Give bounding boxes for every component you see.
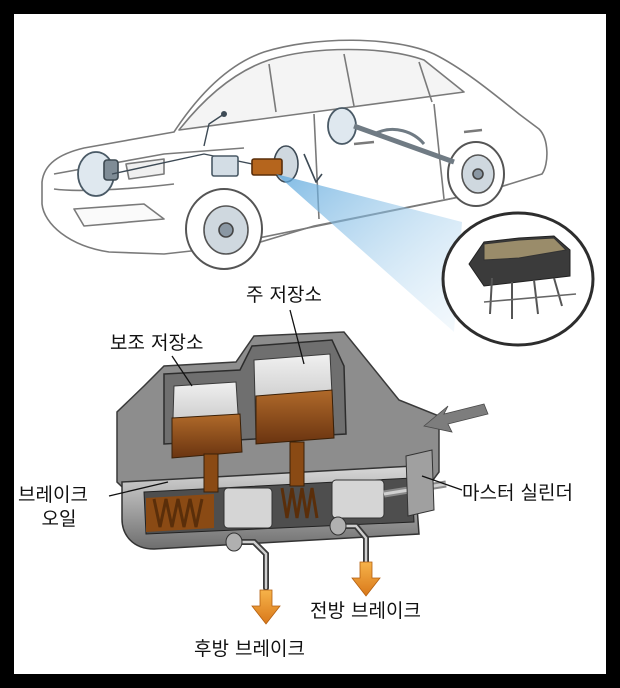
label-main-reservoir: 주 저장소 (246, 284, 322, 306)
label-rear-brake: 후방 브레이크 (194, 638, 305, 660)
car-illustration (41, 39, 548, 270)
label-front-brake: 전방 브레이크 (310, 600, 421, 622)
leader-master-cylinder (421, 475, 463, 491)
rear-left-drum (327, 107, 357, 145)
diagram-panel: 주 저장소 보조 저장소 브레이크 오일 마스터 실린더 전방 브레이크 후방 … (14, 14, 606, 674)
label-brake-oil-line2: 오일 (41, 507, 77, 530)
master-cylinder-cutaway (116, 331, 447, 591)
label-brake-oil: 브레이크 오일 (18, 484, 88, 532)
label-brake-oil-line1: 브레이크 (18, 484, 88, 506)
front-brake-arrow (351, 561, 381, 597)
leader-aux-reservoir (171, 355, 193, 387)
diagram-artwork (41, 39, 595, 625)
label-master-cylinder: 마스터 실린더 (462, 482, 573, 504)
callout-zoom (441, 211, 595, 347)
leader-brake-oil (108, 481, 169, 497)
leader-main-reservoir (289, 309, 305, 365)
rear-right-wheel (447, 141, 505, 207)
rear-brake-arrow (251, 589, 281, 625)
label-aux-reservoir: 보조 저장소 (110, 332, 204, 354)
front-left-wheel (185, 188, 263, 270)
push-force-arrow (423, 403, 489, 433)
callout-beam (276, 174, 462, 332)
